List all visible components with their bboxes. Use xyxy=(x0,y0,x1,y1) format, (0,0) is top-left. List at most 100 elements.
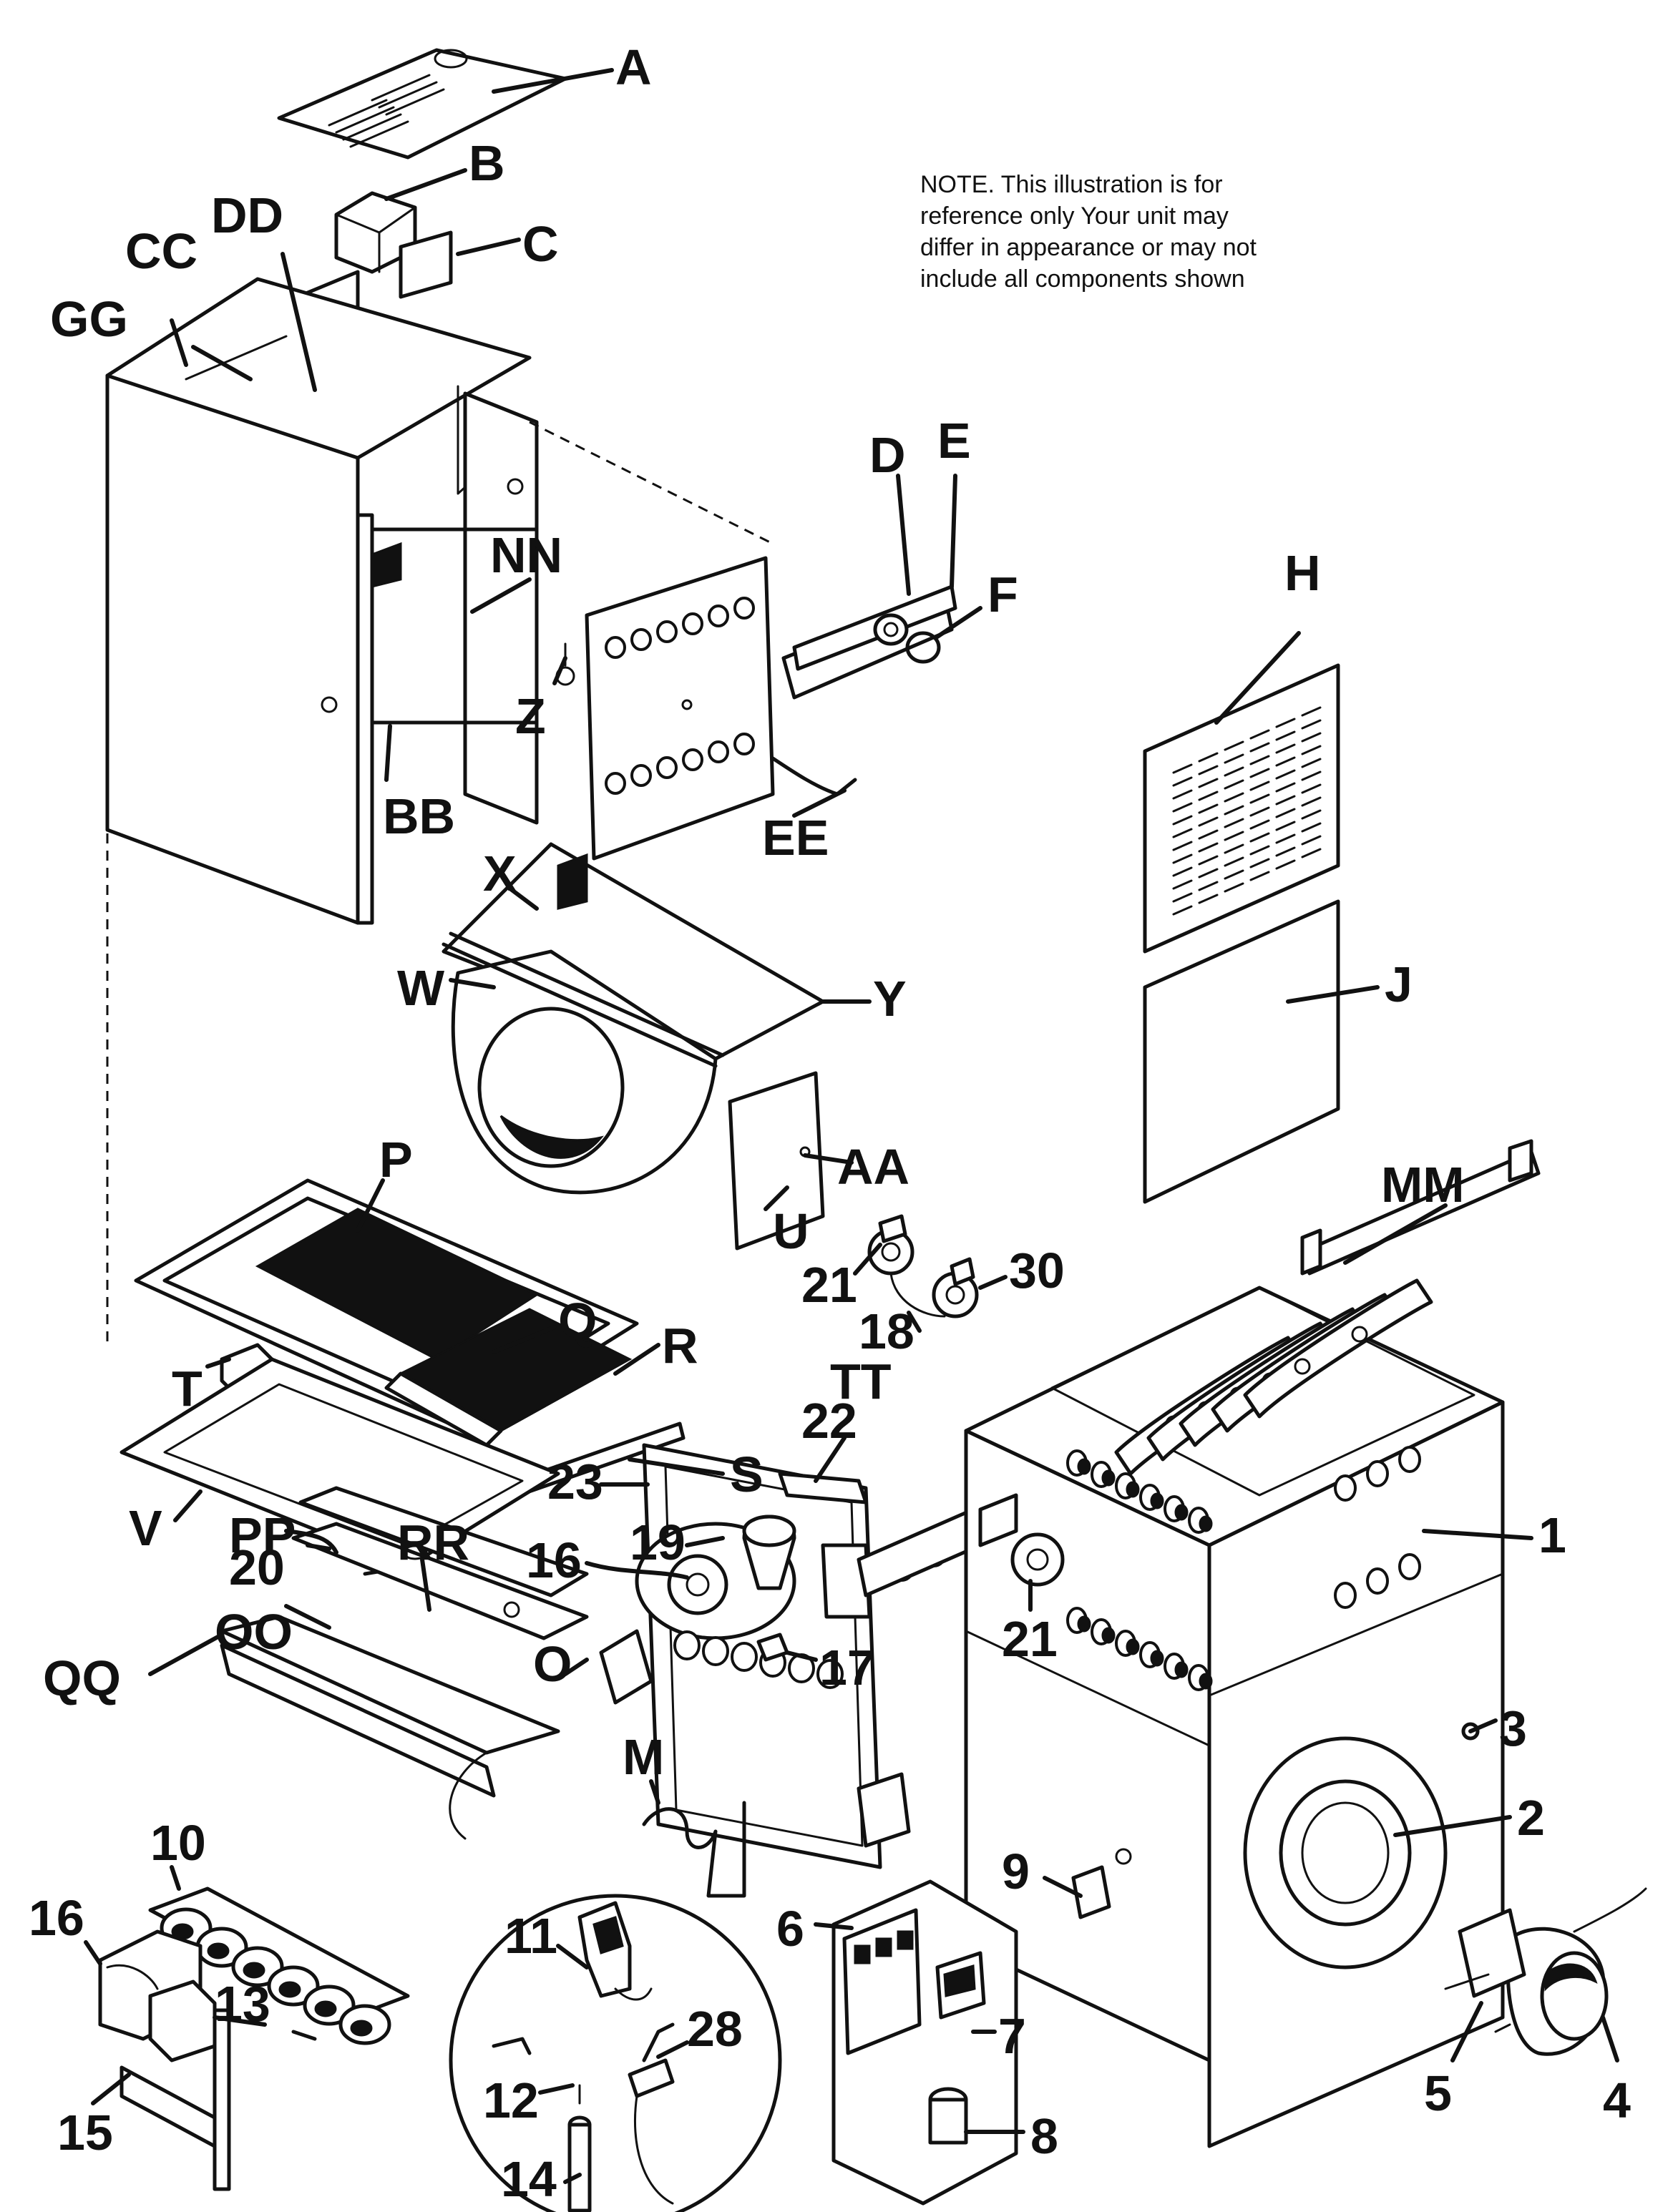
callout-leaders xyxy=(84,68,1619,2184)
louver-slot xyxy=(1275,782,1296,793)
label-t: T xyxy=(172,1361,203,1416)
louver-slot xyxy=(1224,831,1244,841)
label-6: 6 xyxy=(776,1901,804,1957)
label-9: 9 xyxy=(1002,1844,1030,1899)
label-w: W xyxy=(397,960,444,1016)
louver-slot xyxy=(1249,755,1270,765)
louver-slot xyxy=(1275,718,1296,728)
label-cc: CC xyxy=(125,223,197,279)
label-13: 13 xyxy=(215,1976,270,2032)
louver-slot xyxy=(1172,866,1193,877)
louver-slot xyxy=(1224,843,1244,854)
louver-slot xyxy=(1172,853,1193,864)
cabinet-screw xyxy=(1461,1722,1480,1741)
louver-slot xyxy=(1301,848,1322,858)
louver-slot xyxy=(1198,765,1219,775)
panel-hole xyxy=(733,597,755,620)
louver-slot xyxy=(1172,892,1193,903)
louver-slot xyxy=(1172,879,1193,890)
louver-slot xyxy=(1301,732,1322,743)
label-30: 30 xyxy=(1009,1243,1065,1298)
collector-hole xyxy=(731,1642,758,1672)
louver-slot xyxy=(1198,829,1219,840)
cabinet-side-panel xyxy=(105,270,532,925)
label-d: D xyxy=(869,427,906,483)
panel-hole xyxy=(656,620,678,643)
louver-slot xyxy=(1249,819,1270,830)
louver-slot xyxy=(1224,740,1244,751)
filter-rack xyxy=(134,1178,639,1447)
label-14: 14 xyxy=(501,2151,557,2207)
label-28: 28 xyxy=(687,2001,743,2057)
label-qq: QQ xyxy=(43,1650,121,1706)
louver-slot xyxy=(1224,766,1244,777)
inducer-bracket xyxy=(599,1629,653,1705)
collector-hole xyxy=(673,1630,701,1660)
lower-door-panel xyxy=(1143,899,1340,1204)
louver-slot xyxy=(1224,779,1244,790)
control-panel xyxy=(831,1879,1018,2206)
louver-slot xyxy=(1249,742,1270,753)
louver-slot xyxy=(1275,833,1296,844)
label-21-lower: 21 xyxy=(1002,1611,1058,1667)
label-16-lower: 16 xyxy=(29,1890,84,1946)
louver-slot xyxy=(1198,778,1219,788)
ignition-detail-callout xyxy=(449,1894,782,2212)
louver-slot xyxy=(1275,821,1296,831)
label-16-upper: 16 xyxy=(526,1532,582,1588)
louver-slot xyxy=(1275,756,1296,767)
louver-slot xyxy=(1172,828,1193,838)
label-15: 15 xyxy=(57,2105,113,2160)
note-line: NOTE. This illustration is for xyxy=(920,171,1223,198)
louver-slot xyxy=(1224,856,1244,867)
label-p: P xyxy=(379,1132,413,1188)
louver-slot xyxy=(1301,706,1322,717)
cabinet-pressure-switch xyxy=(978,1493,1065,1587)
bottom-panel xyxy=(119,1357,560,1576)
label-e: E xyxy=(937,413,971,469)
blower-wheel xyxy=(1243,1736,1448,1969)
louver-slot xyxy=(1172,841,1193,851)
label-a: A xyxy=(615,39,652,95)
panel-hole xyxy=(630,628,652,651)
louver-slot xyxy=(1275,859,1296,870)
louver-slot xyxy=(1301,719,1322,730)
blower-housing xyxy=(442,842,825,1195)
louver-slot xyxy=(1172,789,1193,800)
collector-hole xyxy=(702,1636,729,1666)
louver-slot xyxy=(1198,752,1219,763)
pressure-tubing xyxy=(889,1272,946,1318)
louver-slot xyxy=(1198,842,1219,853)
louver-slot xyxy=(1249,780,1270,791)
louver-slot xyxy=(1301,745,1322,755)
label-11: 11 xyxy=(504,1908,557,1964)
panel-hole xyxy=(708,740,729,763)
label-18: 18 xyxy=(859,1303,914,1359)
label-dd: DD xyxy=(211,187,283,243)
louver-slot xyxy=(1301,835,1322,846)
louver-slot xyxy=(1198,881,1219,891)
louver-slot xyxy=(1224,753,1244,764)
note-line: include all components shown xyxy=(920,265,1245,293)
label-v: V xyxy=(129,1500,162,1556)
louver-slot xyxy=(1172,802,1193,813)
louver-slot xyxy=(1224,792,1244,803)
inducer-motor xyxy=(635,1514,872,1640)
label-z: Z xyxy=(515,688,546,744)
label-17: 17 xyxy=(819,1640,875,1695)
label-22: 22 xyxy=(801,1393,857,1449)
label-23: 23 xyxy=(547,1454,603,1509)
louver-slot xyxy=(1249,845,1270,856)
louver-slot xyxy=(1249,806,1270,817)
label-tt: TT xyxy=(830,1354,892,1409)
louver-slot xyxy=(1275,743,1296,754)
label-10: 10 xyxy=(150,1815,206,1871)
blower-motor xyxy=(1506,1887,1647,2056)
label-8: 8 xyxy=(1030,2108,1058,2164)
louver-slot xyxy=(1224,818,1244,828)
louver-slot xyxy=(1301,796,1322,807)
louver-slot xyxy=(1249,871,1270,881)
label-gg: GG xyxy=(50,291,128,347)
burner-shield xyxy=(291,1486,589,1640)
